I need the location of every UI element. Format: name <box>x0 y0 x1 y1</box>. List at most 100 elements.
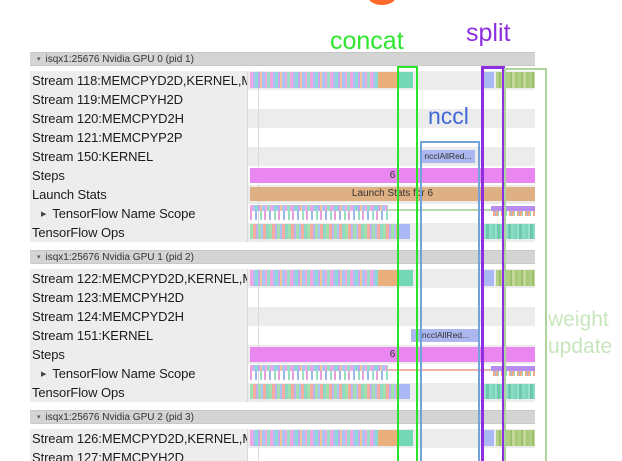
row-label: Stream 119:MEMCPYH2D <box>30 90 248 109</box>
split-activity-segment[interactable] <box>481 270 494 286</box>
name-scope-activity[interactable] <box>250 205 388 211</box>
row-label: Launch Stats <box>30 185 248 204</box>
timeline-row: Stream 150:KERNEL ncclAllRed... <box>30 147 535 166</box>
row-label-text: Stream 123:MEMCPYH2D <box>32 290 184 305</box>
name-scope-teeth[interactable] <box>250 211 388 220</box>
timeline-cell[interactable] <box>248 71 535 90</box>
timeline-cell[interactable] <box>248 288 535 307</box>
gpu-section: ▾ isqx1:25676 Nvidia GPU 1 (pid 2) Stream … <box>30 250 535 402</box>
timeline-row: Stream 127:MEMCPYH2D <box>30 448 535 461</box>
timeline-row: ▶TensorFlow Name Scope <box>30 364 535 383</box>
section-header[interactable]: ▾ isqx1:25676 Nvidia GPU 1 (pid 2) <box>30 250 535 264</box>
nccl-allreduce-bar[interactable]: ncclAllRed... <box>411 329 480 342</box>
row-label: Steps <box>30 345 248 364</box>
concat-activity-segment[interactable] <box>399 270 413 286</box>
timeline-row: Stream 120:MEMCPYD2H <box>30 109 535 128</box>
name-scope-ticks[interactable] <box>493 371 535 376</box>
launch-stats-bar[interactable]: Launch Stats for 6 <box>250 187 535 201</box>
concat-activity-segment[interactable] <box>399 72 413 88</box>
name-scope-segment-purple[interactable] <box>491 206 535 211</box>
timeline-cell[interactable] <box>248 269 535 288</box>
timeline-cell[interactable]: Launch Stats for 6 <box>248 185 535 204</box>
collapse-triangle-icon: ▾ <box>37 56 41 63</box>
row-label: Stream 124:MEMCPYD2H <box>30 307 248 326</box>
activity-segment-orange[interactable] <box>378 430 398 446</box>
timeline-cell[interactable]: ncclAllRed... <box>248 147 535 166</box>
name-scope-teeth[interactable] <box>250 371 388 380</box>
timeline-row: Stream 121:MEMCPYP2P <box>30 128 535 147</box>
row-label: Stream 127:MEMCPYH2D <box>30 448 248 461</box>
row-label: Stream 122:MEMCPYD2D,KERNEL,MI <box>30 269 248 288</box>
timeline-cell[interactable] <box>248 364 535 383</box>
activity-segment-orange[interactable] <box>378 270 398 286</box>
ops-segment-blue[interactable] <box>398 224 410 239</box>
activity-segment-orange[interactable] <box>378 72 398 88</box>
timeline-cell[interactable] <box>248 223 535 242</box>
timeline-row: Stream 118:MEMCPYD2D,KERNEL,ME <box>30 71 535 90</box>
row-label: TensorFlow Ops <box>30 223 248 242</box>
steps-bar[interactable]: 6 <box>250 347 535 362</box>
ops-segment-blue[interactable] <box>398 384 410 399</box>
timeline-cell[interactable] <box>248 448 535 461</box>
weight-update-annotation-label: weight update <box>548 306 612 360</box>
split-annotation-label: split <box>466 19 511 47</box>
ops-activity-teal[interactable] <box>481 384 535 399</box>
steps-bar[interactable]: 6 <box>250 168 535 183</box>
timeline-cell[interactable] <box>248 307 535 326</box>
timeline-cell[interactable]: 6 <box>248 166 535 185</box>
weight-update-activity-segment[interactable] <box>496 430 535 446</box>
section-header-label: isqx1:25676 Nvidia GPU 0 (pid 1) <box>45 53 194 65</box>
timeline-cell[interactable] <box>248 109 535 128</box>
name-scope-segment-purple[interactable] <box>491 366 535 371</box>
timeline-row: Stream 124:MEMCPYD2H <box>30 307 535 326</box>
timeline-cell[interactable] <box>248 429 535 448</box>
timeline-cell[interactable] <box>248 383 535 402</box>
timeline-cell[interactable]: 6 <box>248 345 535 364</box>
nccl-allreduce-bar[interactable]: ncclAllRed... <box>421 150 475 163</box>
name-scope-ticks[interactable] <box>493 211 535 216</box>
kernel-activity-stripes[interactable] <box>250 72 378 88</box>
ops-activity-stripes[interactable] <box>250 384 398 399</box>
weight-update-line1: weight <box>548 308 609 331</box>
collapse-triangle-icon: ▾ <box>37 254 41 261</box>
timeline-cell[interactable] <box>248 128 535 147</box>
weight-update-activity-segment[interactable] <box>496 270 535 286</box>
row-label-text: Stream 150:KERNEL <box>32 149 154 164</box>
row-label-text: Stream 121:MEMCPYP2P <box>32 130 183 145</box>
ops-activity-teal[interactable] <box>481 224 535 239</box>
row-label-text: TensorFlow Ops <box>32 385 125 400</box>
name-scope-activity[interactable] <box>250 365 388 371</box>
timeline-row: Steps 6 <box>30 345 535 364</box>
row-label: TensorFlow Ops <box>30 383 248 402</box>
row-label-text: Stream 122:MEMCPYD2D,KERNEL,MI <box>32 271 248 286</box>
name-scope-connector-line[interactable] <box>388 369 491 371</box>
row-label-text: Steps <box>32 347 65 362</box>
name-scope-connector-line[interactable] <box>388 209 491 211</box>
split-activity-segment[interactable] <box>481 430 494 446</box>
expand-triangle-icon[interactable]: ▶ <box>41 370 47 378</box>
section-header[interactable]: ▾ isqx1:25676 Nvidia GPU 0 (pid 1) <box>30 52 535 66</box>
weight-update-activity-segment[interactable] <box>496 72 535 88</box>
gpu-section: ▾isqx1:25676 Nvidia GPU 2 (pid 3) Stream … <box>30 410 535 461</box>
row-label: Stream 120:MEMCPYD2H <box>30 109 248 128</box>
row-label[interactable]: ▶ TensorFlow Name Scope <box>30 204 248 223</box>
row-label: Stream 151:KERNEL <box>30 326 248 345</box>
section-header-label: isqx1:25676 Nvidia GPU 1 (pid 2) <box>45 251 194 263</box>
kernel-activity-stripes[interactable] <box>250 430 378 446</box>
timeline-cell[interactable] <box>248 204 535 223</box>
kernel-activity-stripes[interactable] <box>250 270 378 286</box>
row-label-text: TensorFlow Name Scope <box>52 206 196 221</box>
expand-triangle-icon[interactable]: ▶ <box>41 210 47 218</box>
row-label: Stream 121:MEMCPYP2P <box>30 128 248 147</box>
timeline-panel: ▾ isqx1:25676 Nvidia GPU 0 (pid 1) Stream … <box>30 52 535 461</box>
timeline-cell[interactable] <box>248 90 535 109</box>
concat-activity-segment[interactable] <box>399 430 413 446</box>
timeline-cell[interactable]: ncclAllRed... <box>248 326 535 345</box>
row-label-text: Steps <box>32 168 65 183</box>
row-label[interactable]: ▶TensorFlow Name Scope <box>30 364 248 383</box>
ops-activity-stripes[interactable] <box>250 224 398 239</box>
split-activity-segment[interactable] <box>481 72 494 88</box>
section-header[interactable]: ▾isqx1:25676 Nvidia GPU 2 (pid 3) <box>30 410 535 424</box>
